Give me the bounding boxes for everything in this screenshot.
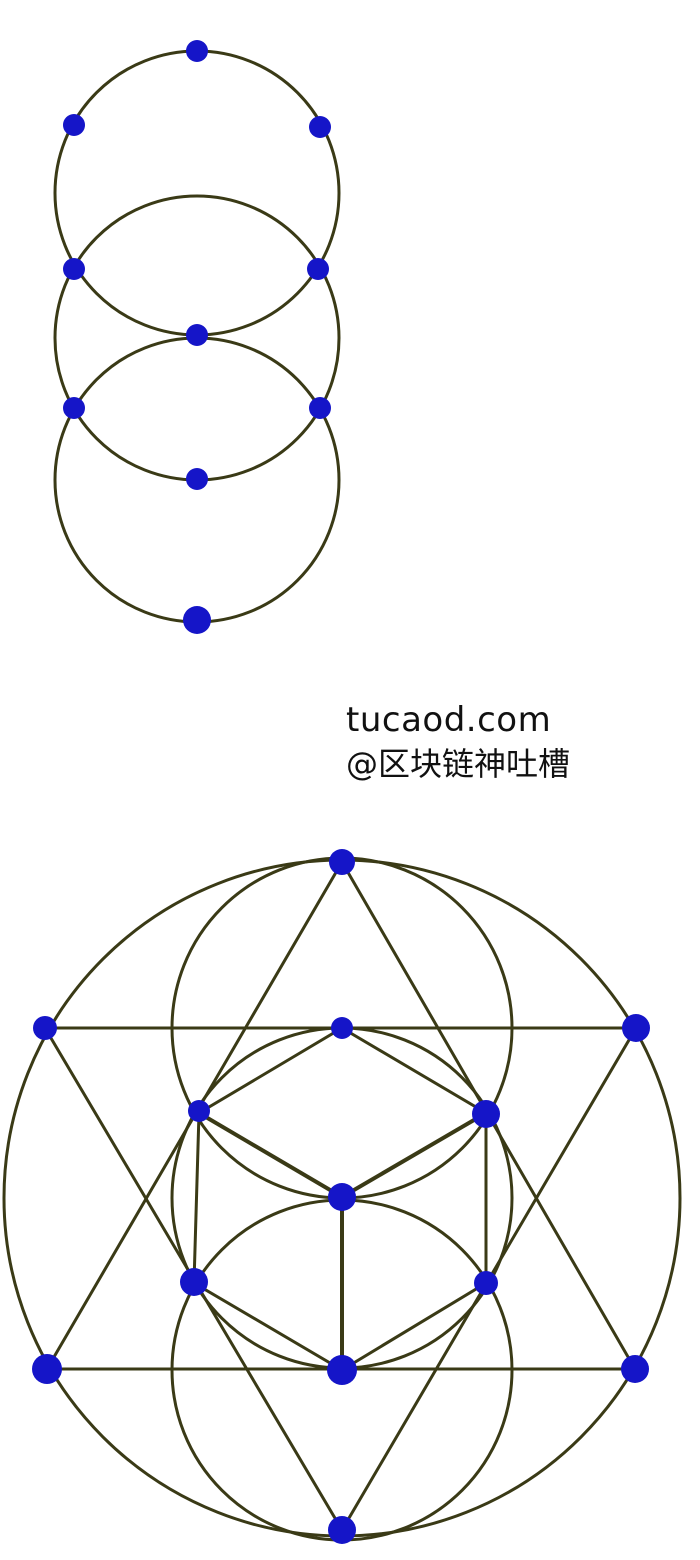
node <box>186 468 208 490</box>
node <box>472 1100 500 1128</box>
node <box>621 1355 649 1383</box>
node <box>63 114 85 136</box>
node <box>622 1014 650 1042</box>
stacked-nodes-group <box>63 40 331 634</box>
cube-edge <box>197 1111 344 1199</box>
node <box>328 1516 356 1544</box>
cube-edge <box>340 1111 488 1199</box>
node <box>309 116 331 138</box>
stacked-circle-top <box>53 49 341 337</box>
watermark-site: tucaod.com <box>346 700 552 740</box>
node <box>32 1354 62 1384</box>
watermark: tucaod.com @区块链神吐槽 <box>346 700 570 783</box>
node <box>331 1017 353 1039</box>
node <box>328 1183 356 1211</box>
node <box>183 606 211 634</box>
node <box>186 40 208 62</box>
node <box>307 258 329 280</box>
node <box>180 1268 208 1296</box>
node <box>186 324 208 346</box>
node <box>329 849 355 875</box>
node <box>63 258 85 280</box>
node <box>33 1016 57 1040</box>
node <box>327 1355 357 1385</box>
node <box>63 397 85 419</box>
node <box>474 1271 498 1295</box>
node <box>309 397 331 419</box>
cube-hexagram-nodes <box>32 849 650 1544</box>
node <box>188 1100 210 1122</box>
watermark-handle: @区块链神吐槽 <box>346 744 571 783</box>
